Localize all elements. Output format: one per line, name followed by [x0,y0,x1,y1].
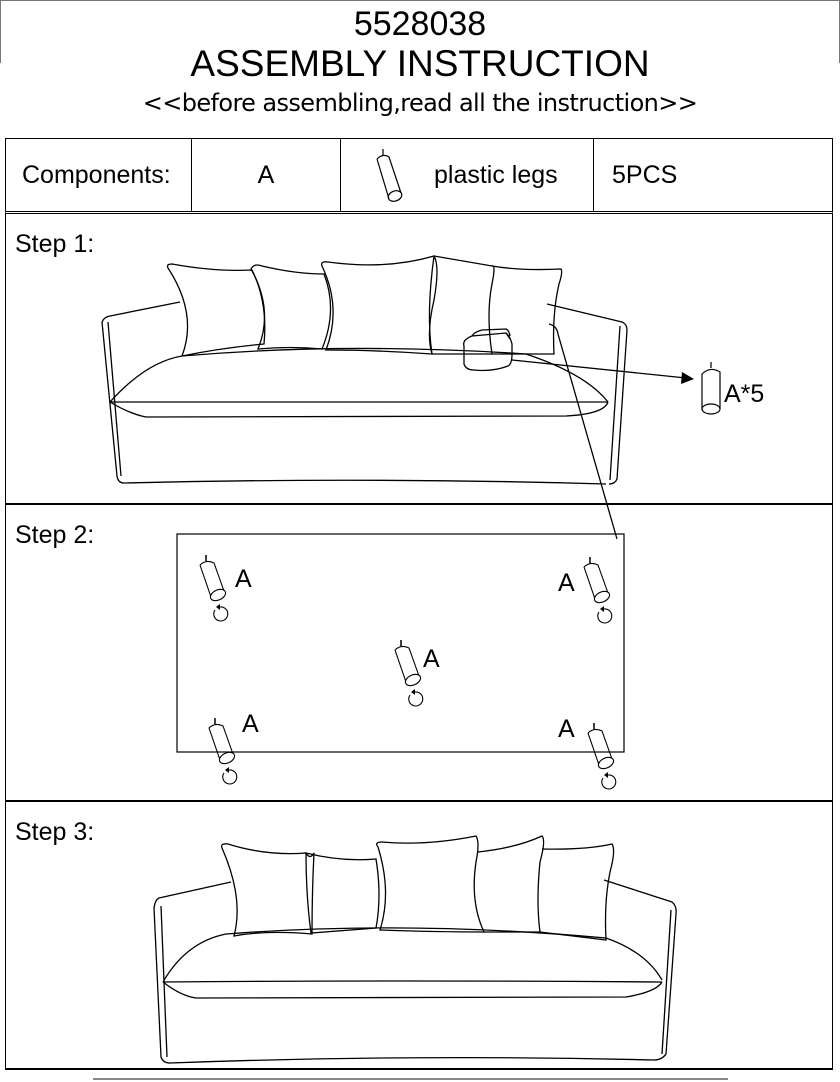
plastic-leg-icon [208,717,238,785]
plastic-leg-icon [376,149,403,202]
footer-divider [93,1078,728,1080]
plastic-leg-icon [394,639,424,707]
model-number: 5528038 [353,5,487,43]
components-table: Components: A plastic legs 5PCS [5,138,833,214]
part-quantity: 5PCS [612,160,678,189]
part-id: A [257,160,275,189]
step-3-panel: Step 3: [5,802,833,1070]
step-3-label: Step 3: [15,818,95,846]
plastic-leg-icon [583,556,613,624]
arrow-icon [681,372,694,384]
step-2-panel: Step 2: A A A A A [5,505,833,802]
leg-label-bottom-left: A [242,710,259,738]
components-label: Components: [22,160,171,189]
step-1-panel: Step 1: [5,214,833,540]
step-1-label: Step 1: [15,230,95,258]
part-name-cell: plastic legs [341,139,594,211]
components-label-cell: Components: [6,139,192,211]
plastic-leg-icon [701,362,721,415]
step-1-callout: A*5 [724,380,765,408]
page-title: ASSEMBLY INSTRUCTION [190,43,650,84]
leg-label-top-right: A [558,569,575,597]
leg-label-top-left: A [235,565,252,593]
leg-label-center: A [423,645,440,673]
step-2-label: Step 2: [15,521,95,549]
plastic-leg-icon [587,722,617,790]
quantity-cell: 5PCS [594,139,832,211]
part-name: plastic legs [434,160,558,189]
part-id-cell: A [192,139,341,211]
sofa-base-icon [176,533,625,790]
leg-label-bottom-right: A [558,715,575,743]
page-subtitle: <<before assembling,read all the instruc… [142,89,698,117]
sofa-icon [153,835,677,1064]
plastic-leg-icon [199,554,229,622]
sofa-icon [101,255,721,540]
